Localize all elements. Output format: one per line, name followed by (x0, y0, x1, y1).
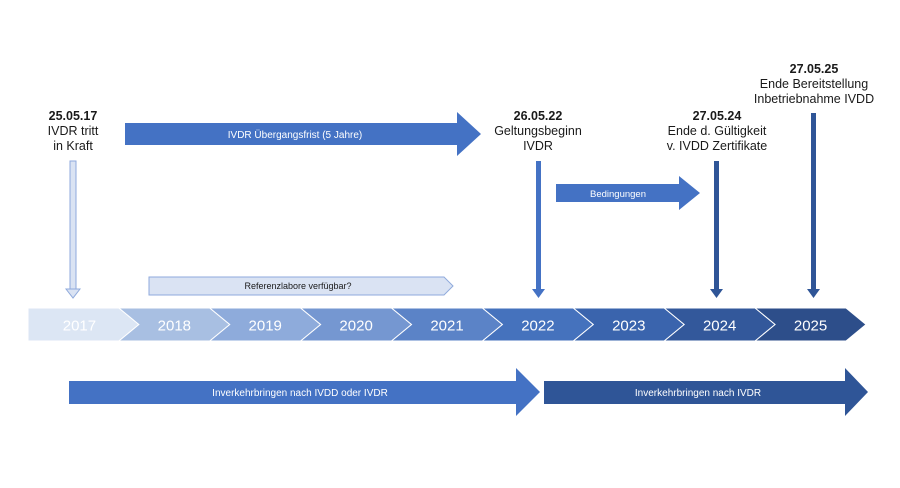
milestone-text-line: Ende d. Gültigkeit (667, 124, 767, 138)
milestone-2025: 27.05.25 Ende Bereitstellung Inbetriebna… (748, 62, 880, 107)
conditions-arrow: Bedingungen (556, 176, 700, 210)
milestone-text-line: v. IVDD Zertifikate (666, 139, 768, 153)
milestone-date: 26.05.22 (513, 109, 563, 123)
transition-period-label: IVDR Übergangsfrist (5 Jahre) (228, 129, 363, 141)
milestone-date: 27.05.24 (692, 109, 742, 123)
year-label-2023: 2023 (612, 318, 645, 335)
year-label-2022: 2022 (521, 318, 554, 335)
milestone-arrow-2017 (64, 160, 82, 299)
year-label-2018: 2018 (158, 318, 191, 335)
milestone-arrow-2022 (532, 161, 545, 298)
milestone-text-line: Geltungsbeginn (494, 124, 582, 138)
milestone-date: 27.05.25 (789, 62, 839, 76)
year-chevron-2025 (753, 307, 867, 342)
milestone-2022: 26.05.22 Geltungsbeginn IVDR (478, 109, 598, 154)
year-label-2025: 2025 (794, 318, 827, 335)
reference-labs-arrow: Referenzlabore verfügbar? (148, 276, 454, 296)
milestone-text-line: Inbetriebnahme IVDD (753, 92, 875, 106)
milestone-text-line: IVDR (523, 139, 553, 153)
year-chevron-band: 2017 2018 2019 2020 2021 2022 2023 2024 2025 (27, 307, 867, 342)
reference-labs-label: Referenzlabore verfügbar? (244, 281, 351, 291)
placing-ivdd-or-ivdr-arrow: Inverkehrbringen nach IVDD oder IVDR (69, 368, 540, 416)
placing-ivdr-label: Inverkehrbringen nach IVDR (635, 388, 761, 399)
milestone-date: 25.05.17 (48, 109, 98, 123)
milestone-2024: 27.05.24 Ende d. Gültigkeit v. IVDD Zert… (652, 109, 782, 154)
placing-ivdd-or-ivdr-label: Inverkehrbringen nach IVDD oder IVDR (212, 388, 388, 399)
year-label-2024: 2024 (703, 318, 736, 335)
placing-ivdr-arrow: Inverkehrbringen nach IVDR (544, 368, 868, 416)
year-label-2019: 2019 (249, 318, 282, 335)
milestone-text-line: Ende Bereitstellung (759, 77, 869, 91)
transition-period-arrow: IVDR Übergangsfrist (5 Jahre) (125, 112, 481, 156)
year-label-2020: 2020 (339, 318, 372, 335)
milestone-text-line: IVDR tritt (47, 124, 99, 138)
milestone-text-line: in Kraft (53, 139, 93, 153)
milestone-arrow-2025 (807, 113, 820, 298)
conditions-label: Bedingungen (590, 189, 646, 200)
milestone-2017: 25.05.17 IVDR tritt in Kraft (28, 109, 118, 154)
milestone-arrow-2024 (710, 161, 723, 298)
year-label-2021: 2021 (430, 318, 463, 335)
year-label-2017: 2017 (63, 318, 96, 335)
